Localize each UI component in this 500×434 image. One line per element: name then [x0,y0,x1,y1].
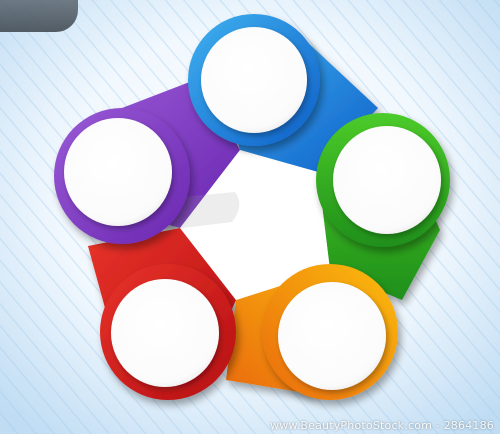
center-pentagon [180,150,330,300]
purple-node-center [64,118,172,226]
orange-node-center [278,282,386,390]
orange-node [262,264,398,400]
green-node [316,113,450,247]
blue-node-center [201,27,307,133]
red-node [100,264,236,400]
green-node-center [333,126,441,234]
corner-logo [0,0,78,32]
watermark-text: www.BeautyPhotoStock.com - 2864186 [270,419,494,432]
red-node-center [111,279,219,387]
purple-node [54,108,190,244]
blue-node [188,14,320,146]
